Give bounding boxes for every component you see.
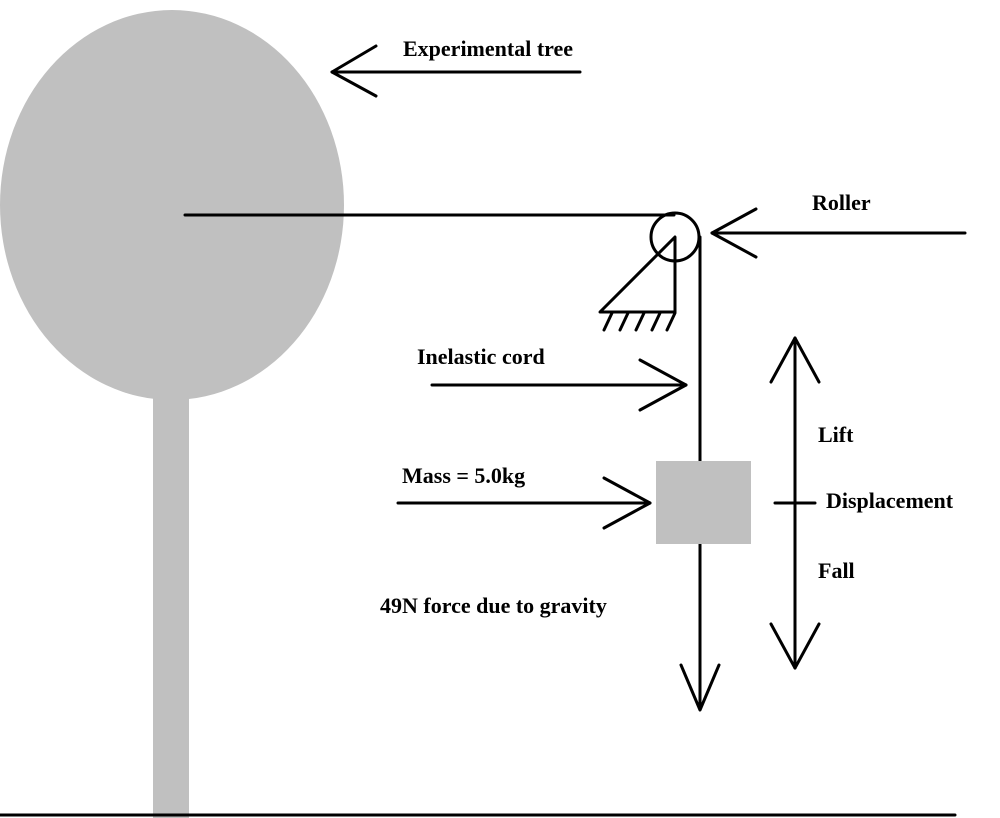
tree-arrowhead: [330, 44, 378, 98]
label-roller: Roller: [812, 190, 871, 215]
label-fall: Fall: [818, 558, 855, 583]
roller-support: [598, 235, 677, 314]
tree-crown: [0, 10, 344, 400]
label-gravity-force: 49N force due to gravity: [380, 593, 607, 618]
label-experimental-tree: Experimental tree: [403, 36, 573, 61]
ground-hatch: [602, 311, 677, 332]
lift-arrowhead: [769, 336, 821, 384]
label-inelastic-cord: Inelastic cord: [417, 344, 545, 369]
label-mass: Mass = 5.0kg: [402, 463, 525, 488]
mass-arrowhead: [602, 476, 652, 530]
gravity-arrowhead: [679, 663, 721, 712]
tree-trunk: [153, 392, 189, 818]
cord-arrowhead: [638, 358, 688, 412]
roller-arrowhead: [710, 207, 758, 259]
label-displacement: Displacement: [826, 488, 954, 513]
label-lift: Lift: [818, 422, 854, 447]
mass-block: [656, 461, 751, 544]
fall-arrowhead: [769, 622, 821, 670]
